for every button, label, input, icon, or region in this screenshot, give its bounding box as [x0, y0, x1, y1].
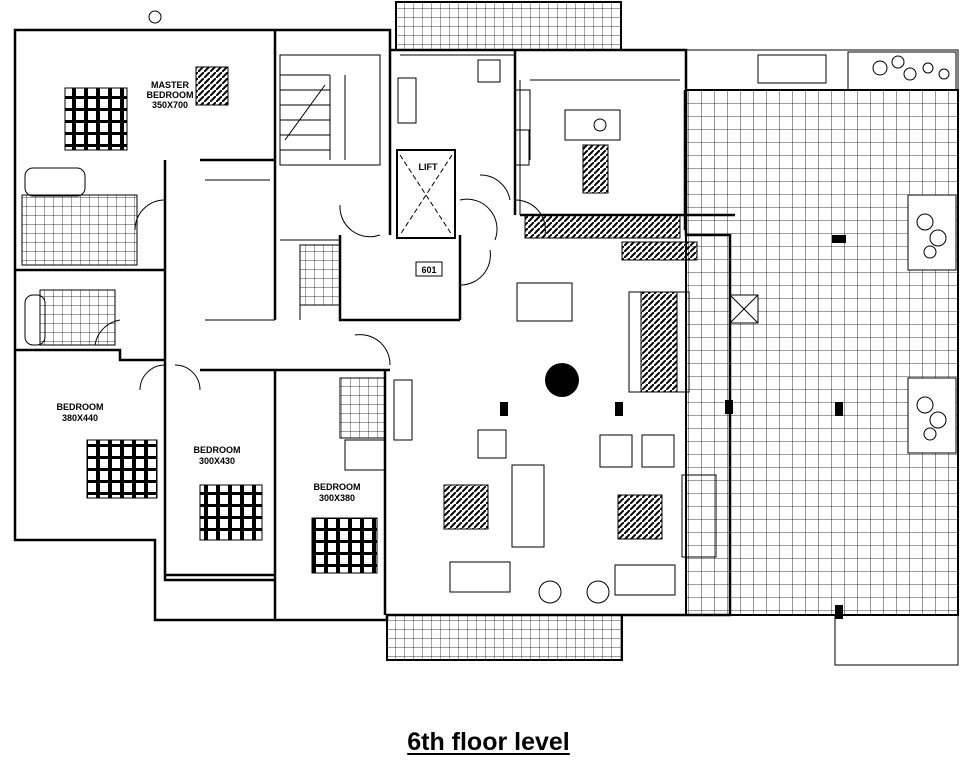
- master-bedroom-label: MASTER: [151, 80, 190, 90]
- shower: [344, 439, 386, 471]
- top-balcony: [395, 1, 622, 51]
- bedroom-label: BEDROOM: [314, 482, 361, 492]
- master-bed: [64, 87, 128, 151]
- caption-text: 6th floor level: [407, 728, 570, 756]
- bathtub: [24, 167, 86, 197]
- plan-caption: 6th floor level: [0, 728, 977, 757]
- rug: [195, 66, 229, 106]
- master-bathroom: [21, 194, 138, 266]
- bedroom-size: 300X380: [319, 493, 355, 503]
- kitchen: [397, 54, 698, 261]
- bottom-balcony: [386, 614, 623, 661]
- bed: [311, 517, 378, 574]
- living-room-furniture: [393, 282, 717, 604]
- master-bedroom-label: BEDROOM: [147, 90, 194, 100]
- bathroom-2: [339, 377, 386, 439]
- bedroom-size: 300X430: [199, 456, 235, 466]
- bed: [199, 484, 263, 541]
- master-bedroom-size: 350X700: [152, 100, 188, 110]
- plant-icon: [872, 55, 950, 441]
- bedroom-label: BEDROOM: [194, 445, 241, 455]
- lift-label: LIFT: [419, 162, 438, 172]
- lift: LIFT: [396, 149, 456, 239]
- guest-wc: [299, 244, 341, 306]
- bedroom-label: BEDROOM: [57, 402, 104, 412]
- stairs: [279, 54, 381, 166]
- bathtub: [24, 294, 46, 346]
- doors: [94, 174, 546, 391]
- apartment-number: 601: [421, 265, 436, 275]
- compass-icon: [148, 10, 162, 24]
- bathroom: [39, 289, 116, 346]
- terrace: [685, 49, 959, 666]
- bedroom-size: 380X440: [62, 413, 98, 423]
- apartment-number-box: [415, 261, 443, 277]
- bed: [86, 439, 158, 499]
